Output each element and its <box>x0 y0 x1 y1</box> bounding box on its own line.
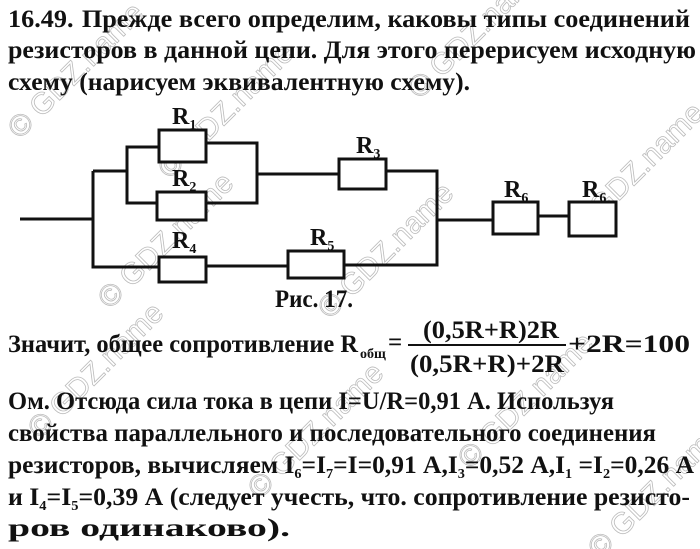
label-r2: R2 <box>172 166 196 195</box>
problem-number: 16.49. <box>8 6 73 33</box>
resistor-r7 <box>567 200 618 238</box>
circuit-diagram: R1 R2 R3 R4 R5 R6 R6 Рис. 17. <box>20 104 618 313</box>
resistor-r3 <box>337 157 388 191</box>
formula-numerator: (0,5R+R)2R <box>423 317 560 344</box>
resistor-r5 <box>286 249 346 280</box>
watermark: © GDZ.name <box>92 166 241 315</box>
problem-line-1: 16.49. Прежде всего определим, каковы тип… <box>8 6 690 33</box>
resistor-r4 <box>157 255 208 284</box>
resistor-r6 <box>491 200 540 236</box>
formula-denominator: (0,5R+R)+2R <box>410 351 565 378</box>
problem-line-2: резисторов в данной цепи. Для этого пере… <box>8 37 696 64</box>
figure-caption: Рис. 17. <box>275 286 353 313</box>
solution-line-2: Ом. Отсюда сила тока в цепи I=U/R=0,91 А… <box>8 388 614 415</box>
formula-prefix: Значит, общее сопротивление R <box>8 331 359 358</box>
formula-equals: = <box>388 329 402 356</box>
resistor-r2 <box>155 190 208 222</box>
formula-subscript: общ <box>360 347 386 362</box>
solution-line-3: свойства параллельного и последовательно… <box>8 420 656 447</box>
formula-suffix: +2R=100 <box>568 331 690 358</box>
solution-line-5: и I4=I5=0,39 А (следует учесть, что. соп… <box>8 484 690 514</box>
problem-line-3: схему (нарисуем эквивалентную схему). <box>8 69 470 96</box>
label-r4: R4 <box>172 228 196 257</box>
label-r7: R6 <box>582 177 606 206</box>
label-r5: R5 <box>310 225 334 254</box>
label-r3: R3 <box>356 133 380 162</box>
solution-line-6: ров одинаково). <box>8 515 290 542</box>
resistor-r1 <box>157 128 208 164</box>
wires <box>20 141 569 269</box>
label-r6: R6 <box>504 177 528 206</box>
label-r1: R1 <box>172 104 196 133</box>
problem-text: Прежде всего определим, каковы типы соед… <box>82 6 690 33</box>
